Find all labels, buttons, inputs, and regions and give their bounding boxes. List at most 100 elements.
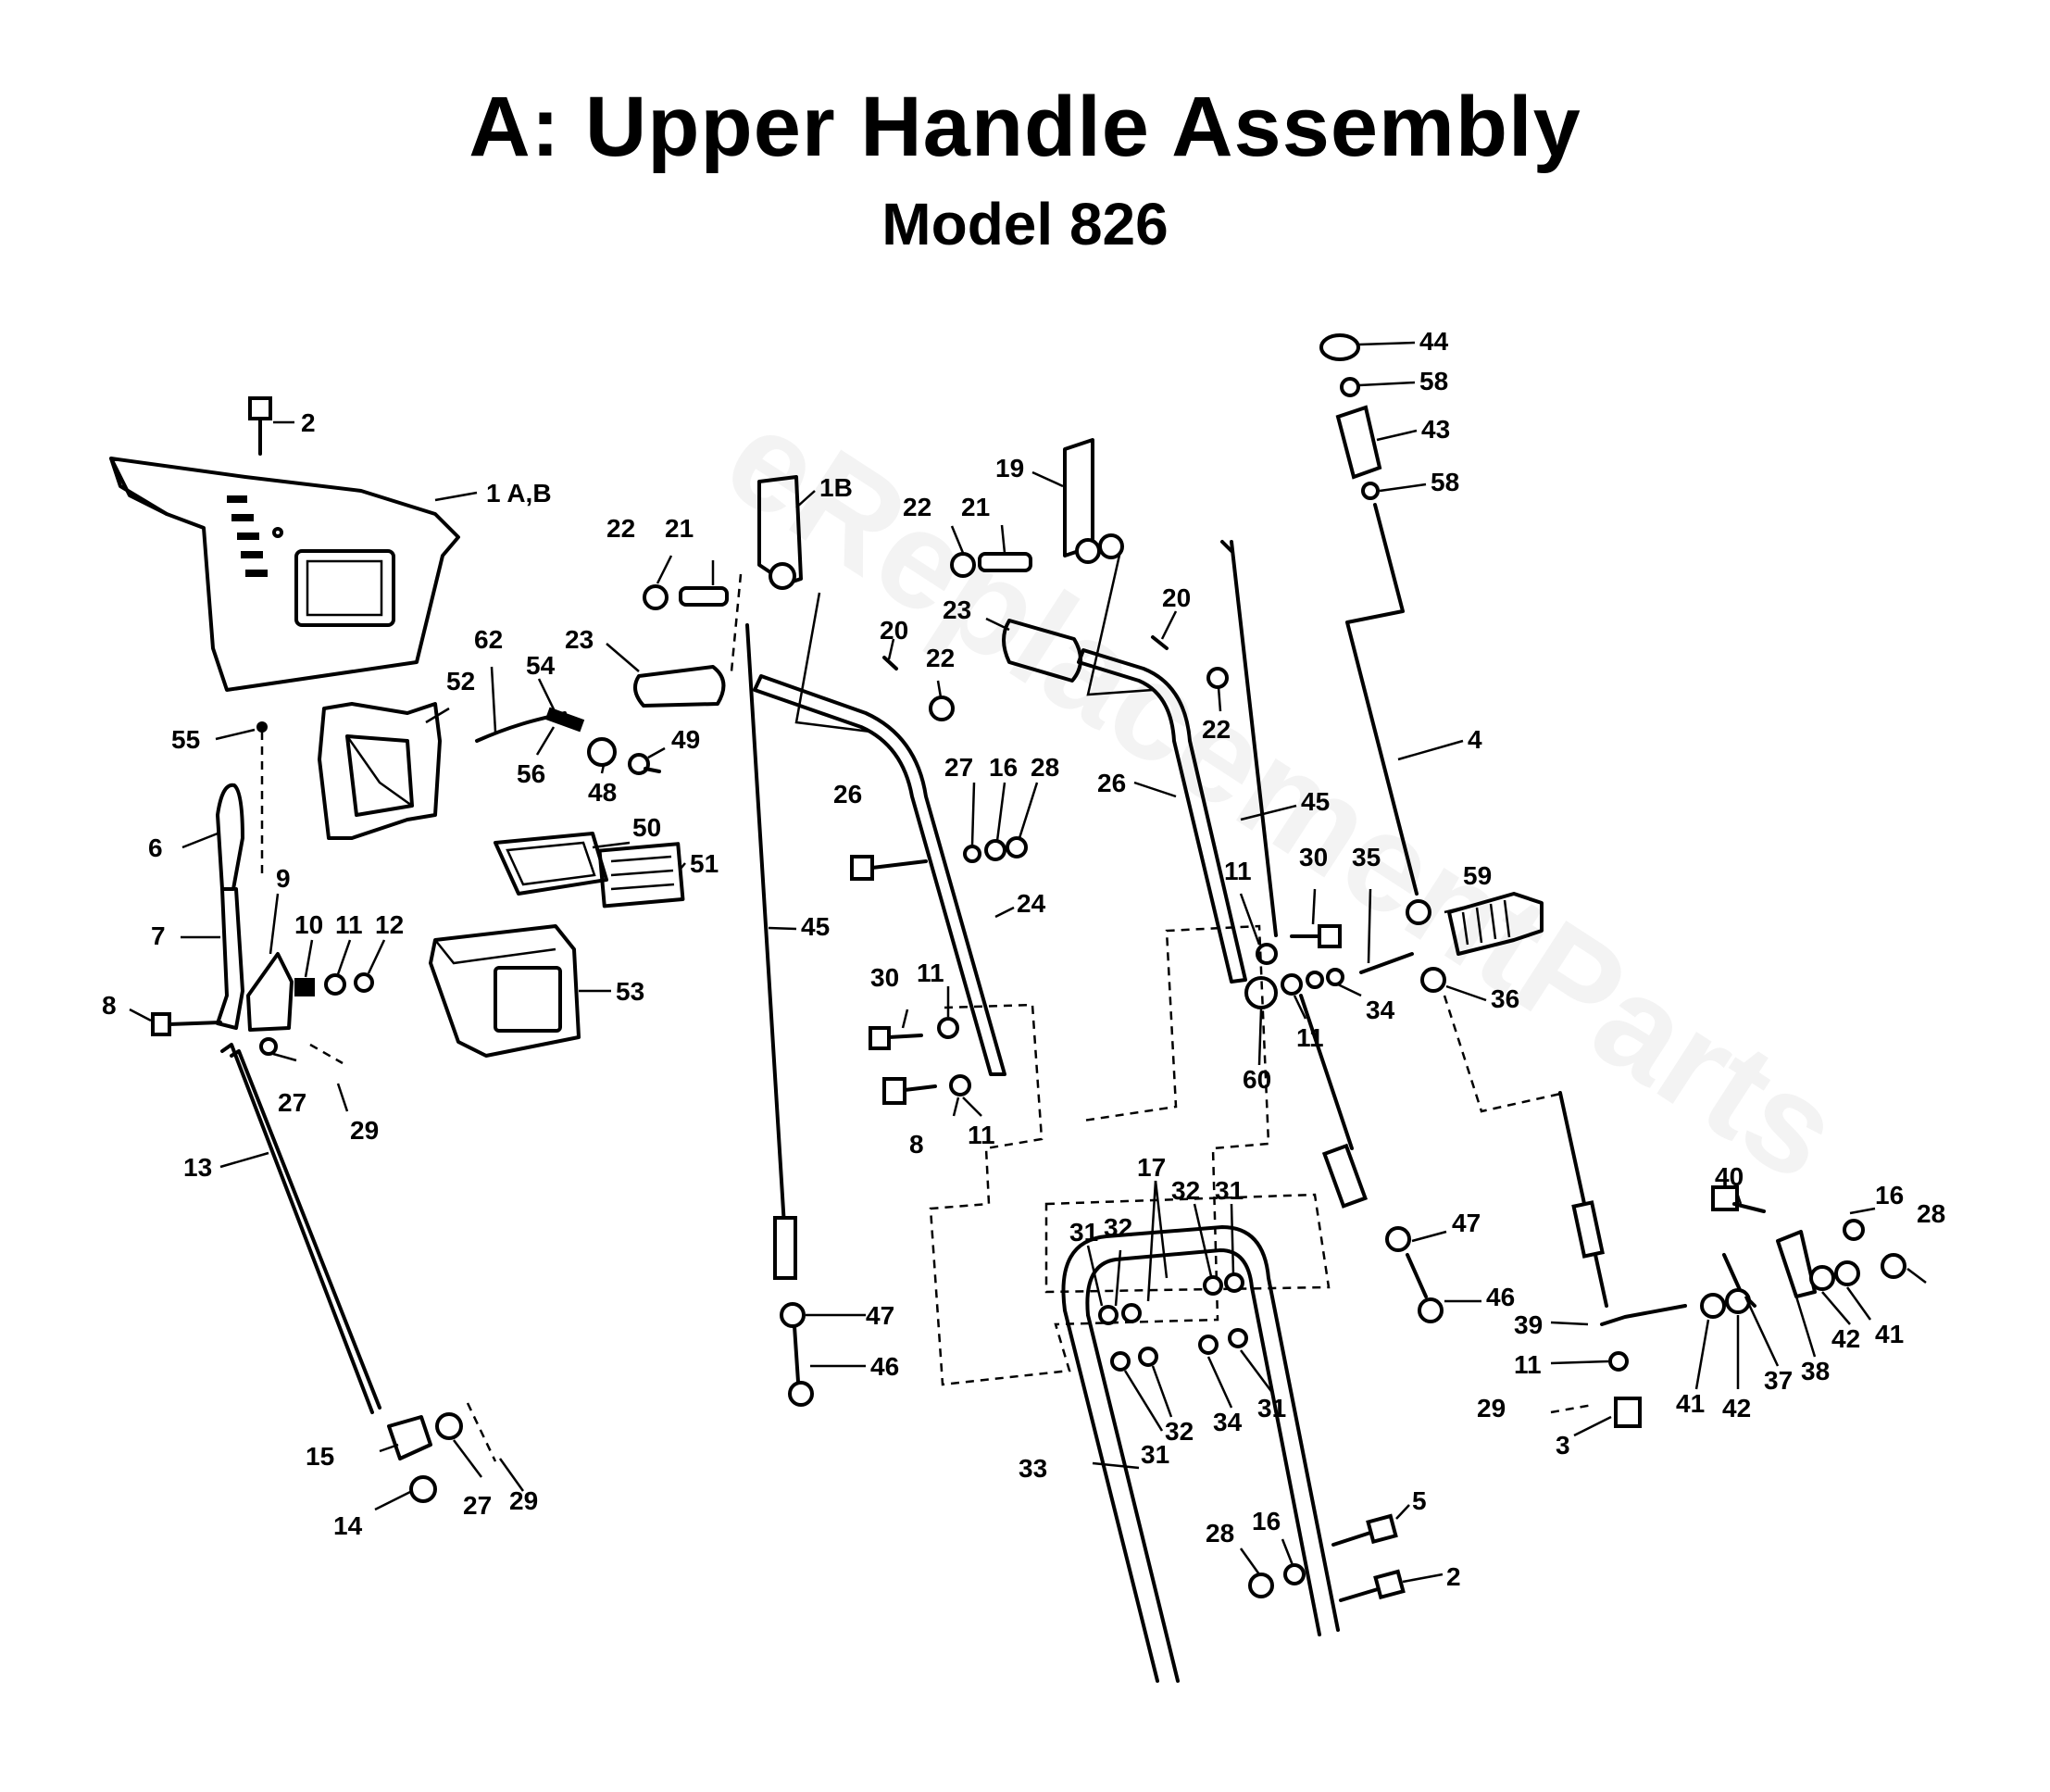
cable-45-left xyxy=(745,623,814,1407)
spacer-22-right xyxy=(1206,667,1229,689)
spring-59 xyxy=(1447,892,1544,956)
washer-11-left xyxy=(324,973,346,996)
callout-22-left: 22 xyxy=(606,514,635,543)
nut-14 xyxy=(409,1475,437,1503)
nut-34-b xyxy=(1326,968,1344,986)
bolt-30-left xyxy=(869,1026,923,1050)
callout-55: 55 xyxy=(171,725,200,754)
bolt-8-mid xyxy=(882,1077,937,1105)
hardware-31-32-34 xyxy=(1098,1272,1248,1372)
callout-40: 40 xyxy=(1715,1162,1744,1191)
leader-lines xyxy=(129,341,1927,1584)
callout-23-left: 23 xyxy=(565,625,594,654)
pin-29-rod xyxy=(1550,1403,1594,1414)
callout-9: 9 xyxy=(276,864,291,893)
callout-46-left: 46 xyxy=(870,1352,899,1381)
callout-11-right-top: 11 xyxy=(1224,857,1252,885)
callout-24: 24 xyxy=(1017,889,1046,918)
callout-35: 35 xyxy=(1352,843,1381,871)
callout-56: 56 xyxy=(517,759,545,788)
watermark: eReplacementParts xyxy=(700,377,1866,1209)
pin-20-left xyxy=(882,656,898,670)
grille-51 xyxy=(597,842,685,909)
grip-23-left xyxy=(633,665,726,708)
callout-50: 50 xyxy=(632,813,661,842)
nut-28-bottom xyxy=(1248,1573,1274,1598)
callout-27-left: 27 xyxy=(278,1088,306,1117)
callout-53: 53 xyxy=(616,977,644,1006)
callout-42-left: 42 xyxy=(1722,1394,1751,1422)
callout-38: 38 xyxy=(1801,1357,1830,1385)
ferrule-15 xyxy=(387,1415,432,1460)
pivot-60 xyxy=(1244,976,1278,1009)
rod-39 xyxy=(1443,995,1687,1326)
washer-41-right xyxy=(1834,1260,1860,1286)
washer-58-top xyxy=(1340,377,1360,397)
callout-31-bottom-right: 31 xyxy=(1257,1394,1286,1422)
callout-20-left: 20 xyxy=(880,616,908,645)
callout-6: 6 xyxy=(148,833,163,862)
washer-27-bottom xyxy=(435,1412,463,1440)
bracket-9 xyxy=(246,952,294,1032)
washer-27-top xyxy=(259,1037,278,1056)
callout-33: 33 xyxy=(1019,1454,1047,1483)
bolt-30-right xyxy=(1290,924,1342,948)
callout-26-right: 26 xyxy=(1097,769,1126,797)
connector-54 xyxy=(544,707,585,733)
callout-58-top: 58 xyxy=(1419,367,1448,395)
callout-28-right: 28 xyxy=(1917,1199,1945,1228)
callout-2-top: 2 xyxy=(301,408,316,437)
callout-29-left: 29 xyxy=(350,1116,379,1145)
callout-27-mid: 27 xyxy=(944,753,973,782)
bracket-52 xyxy=(318,702,442,840)
pin-21-right xyxy=(950,552,1032,578)
callout-32-left: 32 xyxy=(1104,1213,1132,1242)
spring-10 xyxy=(294,978,315,996)
grip-23-right xyxy=(1002,619,1082,683)
callout-47-left: 47 xyxy=(866,1301,894,1330)
headlight-housing-53 xyxy=(429,924,581,1058)
knob-6 xyxy=(216,783,244,891)
callout-34-top: 34 xyxy=(1366,996,1395,1024)
callout-22-right-handle: 22 xyxy=(1202,715,1231,744)
callout-60: 60 xyxy=(1243,1065,1271,1094)
shift-lever-7 xyxy=(216,887,244,1030)
callout-22-left-handle: 22 xyxy=(926,644,955,672)
lens-50 xyxy=(494,832,608,896)
callout-14: 14 xyxy=(333,1511,363,1540)
washer-11-mid xyxy=(1281,973,1303,996)
callout-58-bottom: 58 xyxy=(1431,468,1459,496)
callout-10: 10 xyxy=(294,910,323,939)
screw-55 xyxy=(256,721,268,733)
washer-11-left-handle xyxy=(937,1017,959,1039)
callout-4: 4 xyxy=(1468,725,1482,754)
nut-28-mid xyxy=(1006,836,1028,858)
washer-16-bottom xyxy=(1283,1563,1306,1585)
callout-31-right: 31 xyxy=(1215,1176,1244,1205)
callout-1ab: 1 A,B xyxy=(486,479,552,508)
pin-29-bottom xyxy=(466,1402,497,1462)
cable-47-46-center xyxy=(1299,994,1444,1323)
diagram-subtitle: Model 826 xyxy=(881,191,1169,257)
callout-32-right: 32 xyxy=(1171,1176,1200,1205)
block-3 xyxy=(1614,1397,1642,1428)
nut-42-right xyxy=(1809,1265,1835,1291)
callout-49: 49 xyxy=(671,725,700,754)
callout-30-left: 30 xyxy=(870,963,899,992)
bulb-48 xyxy=(587,737,617,767)
callout-3: 3 xyxy=(1556,1431,1570,1460)
callout-54: 54 xyxy=(526,651,556,680)
callout-29-bottom: 29 xyxy=(509,1486,538,1515)
callout-59: 59 xyxy=(1463,861,1492,890)
bracket-19 xyxy=(1063,438,1124,564)
callout-21-left: 21 xyxy=(665,514,694,543)
bolt-5 xyxy=(1331,1513,1398,1547)
cable-45-right xyxy=(1230,540,1278,937)
callout-31-bottom-left: 31 xyxy=(1141,1440,1169,1469)
pin-20-right xyxy=(1151,635,1169,650)
bolt-28-mid xyxy=(850,855,928,881)
plate-38 xyxy=(1776,1230,1817,1298)
bolt-8-left xyxy=(151,1012,222,1036)
callout-11-left: 11 xyxy=(335,910,363,939)
